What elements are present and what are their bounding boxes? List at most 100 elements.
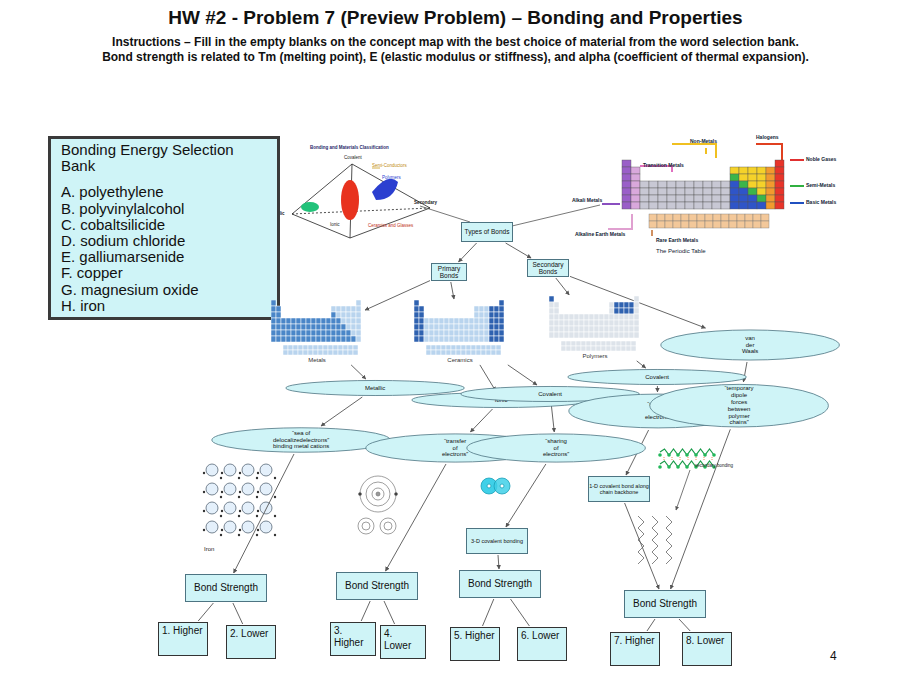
drawing-stroke [331, 306, 336, 312]
drawing-stroke [748, 181, 757, 188]
drawing-stroke [631, 341, 636, 346]
concept-ellipse: “temporary dipole forces between polymer… [648, 383, 830, 428]
drawing-stroke [748, 195, 757, 202]
drawing-stroke [576, 341, 581, 346]
drawing-stroke [316, 318, 321, 324]
drawing-stroke [629, 326, 634, 332]
drawing-stroke [311, 336, 316, 342]
drawing-stroke [426, 345, 431, 350]
drawing-stroke [549, 314, 554, 320]
drawing-stroke [331, 324, 336, 330]
drawing-stroke [676, 188, 685, 195]
label-text: Noble Gases [806, 157, 836, 163]
drawing-stroke [471, 350, 476, 355]
drawing-stroke [614, 314, 619, 320]
drawing-stroke [338, 350, 343, 355]
drawing-stroke [499, 330, 504, 336]
drawing-stroke [353, 345, 358, 350]
label-text: Instructions – Fill in the empty blanks … [0, 36, 911, 49]
drawing-stroke [609, 308, 614, 314]
drawing-stroke [491, 350, 496, 355]
drawing-stroke [439, 324, 444, 330]
drawing-stroke [271, 300, 276, 306]
drawing-stroke [629, 332, 634, 338]
drawing-stroke [313, 350, 318, 355]
drawing-stroke [239, 472, 241, 474]
drawing-stroke [640, 188, 649, 195]
node-text: Primary Bonds [432, 265, 466, 280]
drawing-stroke [638, 516, 644, 564]
drawing-stroke [356, 312, 361, 318]
drawing-stroke [479, 312, 484, 318]
label-text: The Periodic Table [656, 248, 706, 255]
concept-box: 1-D covalent bond along chain backbone [588, 476, 650, 502]
drawing-stroke [276, 312, 281, 318]
drawing-stroke [206, 483, 218, 495]
drawing-stroke [721, 214, 729, 221]
drawing-stroke [730, 188, 739, 195]
drawing-stroke [549, 308, 554, 314]
drawing-stroke [571, 341, 576, 346]
drawing-stroke [439, 330, 444, 336]
drawing-stroke [274, 534, 276, 536]
drawing-stroke [484, 312, 489, 318]
drawing-stroke [296, 330, 301, 336]
drawing-stroke [712, 202, 721, 209]
drawing-stroke [286, 330, 291, 336]
mini-periodic-table [271, 300, 363, 356]
drawing-stroke [554, 320, 559, 326]
drawing-stroke [748, 202, 757, 209]
drawing-stroke [336, 312, 341, 318]
drawing-stroke [622, 195, 631, 202]
drawing-stroke [676, 465, 680, 469]
connector [351, 365, 366, 379]
drawing-stroke [705, 221, 713, 228]
drawing-stroke [439, 318, 444, 324]
drawing-stroke [346, 318, 351, 324]
periodic-table-node: Metals [270, 300, 364, 364]
drawing-stroke [652, 516, 658, 564]
answer-blank: 6. Lower [517, 627, 567, 661]
drawing-stroke [604, 332, 609, 338]
drawing-stroke [775, 160, 784, 167]
title: HW #2 - Problem 7 (Preview Problem) – Bo… [0, 8, 911, 29]
node-text: Secondary Bonds [528, 261, 568, 276]
drawing-stroke [761, 214, 769, 221]
drawing-stroke [634, 320, 639, 326]
drawing-stroke [681, 214, 689, 221]
drawing-stroke [606, 341, 611, 346]
drawing-stroke [221, 529, 223, 531]
drawing-stroke [604, 326, 609, 332]
drawing-stroke [341, 312, 346, 318]
drawing-stroke [276, 306, 281, 312]
drawing-stroke [256, 477, 258, 479]
drawing-stroke [594, 332, 599, 338]
drawing-stroke [489, 306, 494, 312]
drawing-stroke [672, 457, 673, 461]
drawing-stroke [257, 491, 259, 493]
drawing-stroke [321, 336, 326, 342]
drawing-stroke [766, 195, 775, 202]
drawing-stroke [745, 221, 753, 228]
drawing-stroke [737, 214, 745, 221]
connector [361, 601, 370, 621]
drawing-stroke [242, 483, 254, 495]
drawing-stroke [730, 167, 739, 174]
connector [483, 599, 494, 626]
drawing-stroke [712, 195, 721, 202]
drawing-stroke [574, 332, 579, 338]
drawing-stroke [459, 318, 464, 324]
drawing-stroke [461, 345, 466, 350]
bank-heading: Bonding Energy Selection Bank [61, 142, 267, 174]
connector [671, 429, 731, 589]
drawing-stroke [479, 318, 484, 324]
drawing-stroke [712, 188, 721, 195]
drawing-stroke [737, 221, 745, 228]
drawing-stroke [554, 302, 559, 308]
node-text: A. polyethylene [61, 184, 164, 200]
drawing-stroke [464, 324, 469, 330]
drawing-stroke [604, 314, 609, 320]
drawing-stroke [323, 345, 328, 350]
label-text: secondary bonding [695, 464, 733, 469]
ellipse-shape [212, 428, 391, 452]
